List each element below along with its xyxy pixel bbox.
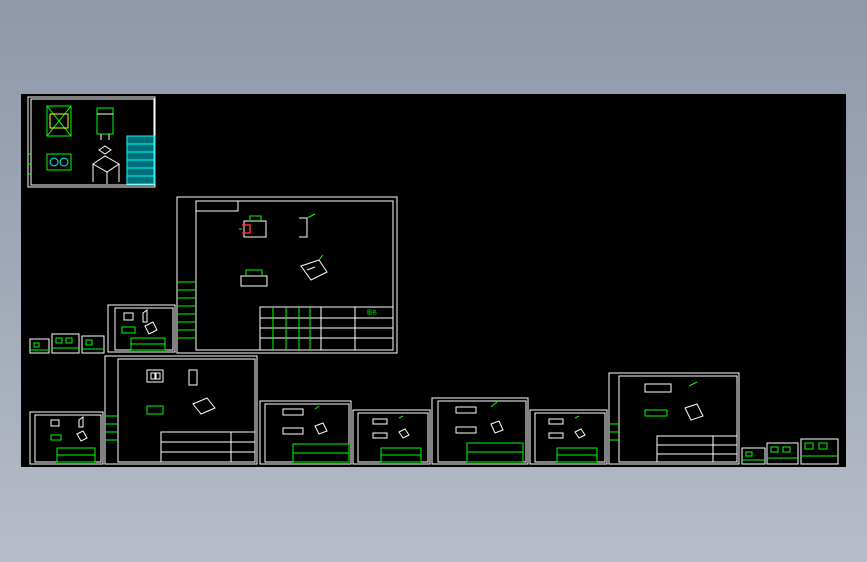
sheet-assembly-overview[interactable]: [27, 96, 156, 188]
sheet-tiny-right-1[interactable]: [741, 447, 766, 465]
sheet-small-top-left[interactable]: [107, 304, 176, 353]
sheet-bottom-3[interactable]: [259, 400, 352, 465]
sheet-tiny-1[interactable]: [29, 338, 50, 354]
sheet-bottom-2[interactable]: [104, 355, 258, 465]
sheet-tiny-right-2[interactable]: [766, 442, 799, 465]
sheet-tiny-3[interactable]: [81, 335, 105, 354]
sheet-bottom-4[interactable]: [352, 409, 431, 465]
sheet-tiny-right-3[interactable]: [800, 438, 839, 465]
sheet-tiny-2[interactable]: [51, 333, 80, 354]
sheet-part-detail-large[interactable]: [176, 196, 398, 354]
cad-model-space-viewport[interactable]: 图名: [21, 94, 846, 467]
title-block-label: 图名: [367, 309, 377, 316]
sheet-bottom-5[interactable]: [431, 397, 529, 465]
sheet-bottom-6[interactable]: [529, 409, 608, 465]
sheet-bottom-1[interactable]: [29, 411, 104, 465]
sheet-bottom-7[interactable]: [608, 372, 740, 465]
cad-drawing-canvas[interactable]: 图名: [21, 94, 846, 467]
